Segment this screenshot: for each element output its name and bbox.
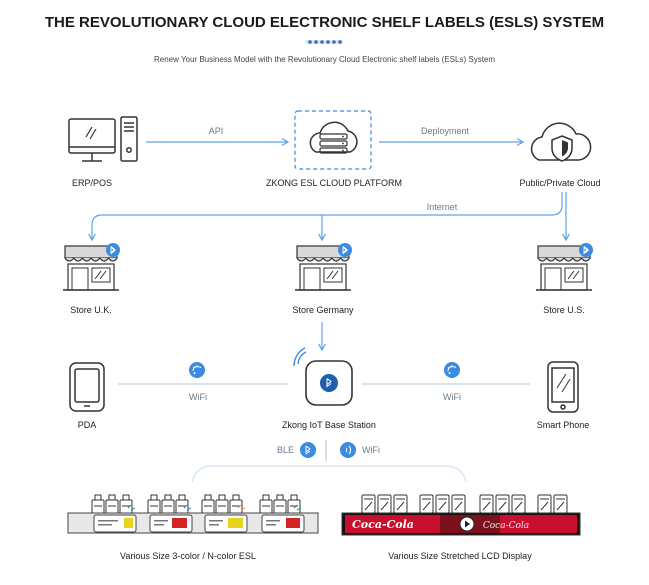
product-can bbox=[495, 494, 510, 514]
wifi-bottom-label: WiFi bbox=[362, 445, 380, 455]
esl-label-4 bbox=[261, 514, 305, 533]
ble-label: BLE bbox=[276, 445, 294, 455]
product-can bbox=[377, 494, 392, 514]
product-package bbox=[201, 494, 215, 514]
pda-label: PDA bbox=[77, 420, 97, 430]
product-can bbox=[511, 494, 526, 514]
product-package bbox=[273, 494, 287, 514]
smart-phone-icon bbox=[547, 361, 579, 413]
lcd-caption: Various Size Stretched LCD Display bbox=[388, 551, 532, 561]
product-package bbox=[147, 494, 161, 514]
cloud-label: Public/Private Cloud bbox=[519, 178, 601, 188]
platform-label: ZKONG ESL CLOUD PLATFORM bbox=[265, 178, 403, 188]
cloud-shield-icon bbox=[530, 122, 592, 162]
product-can bbox=[419, 494, 434, 514]
store-uk-label: Store U.K. bbox=[70, 305, 112, 315]
page-subtitle: Renew Your Business Model with the Revol… bbox=[153, 55, 496, 64]
store-us-icon bbox=[536, 243, 593, 291]
wifi-badge-right-icon bbox=[444, 362, 460, 378]
store-germany-icon bbox=[295, 243, 352, 291]
product-package bbox=[229, 494, 243, 514]
page-title: THE REVOLUTIONARY CLOUD ELECTRONIC SHELF… bbox=[44, 14, 605, 31]
store-germany-label: Store Germany bbox=[292, 305, 354, 315]
bluetooth-signal-marks bbox=[127, 504, 302, 511]
smart-phone-label: Smart Phone bbox=[536, 420, 590, 430]
wifi-left-label: WiFi bbox=[189, 392, 207, 402]
product-can bbox=[537, 494, 552, 514]
lcd-logo-2: Coca-Cola bbox=[483, 521, 529, 531]
product-can bbox=[451, 494, 466, 514]
store-us-label: Store U.S. bbox=[543, 305, 585, 315]
product-package bbox=[105, 494, 119, 514]
esl-shelf-group bbox=[67, 494, 319, 534]
product-package bbox=[161, 494, 175, 514]
product-package bbox=[259, 494, 273, 514]
lcd-logo-1: Coca-Cola bbox=[352, 518, 414, 531]
wifi-badge-bottom-icon bbox=[340, 442, 356, 458]
product-can bbox=[553, 494, 568, 514]
product-can bbox=[393, 494, 408, 514]
erp-pos-label: ERP/POS bbox=[71, 178, 112, 188]
internet-links bbox=[88, 192, 570, 242]
product-package bbox=[119, 494, 133, 514]
esl-label-3 bbox=[204, 514, 248, 533]
base-station-label: Zkong IoT Base Station bbox=[282, 420, 376, 430]
wifi-badge-left-icon bbox=[189, 362, 205, 378]
erp-pos-icon bbox=[68, 116, 138, 162]
coverage-bracket bbox=[191, 465, 467, 483]
deployment-edge-label: Deployment bbox=[420, 126, 470, 136]
lcd-shelf-group: Coca-Cola Coca-Cola bbox=[341, 494, 581, 536]
esl-caption: Various Size 3-color / N-color ESL bbox=[120, 551, 256, 561]
esl-label-2 bbox=[149, 514, 193, 533]
base-station-icon bbox=[293, 347, 353, 406]
title-divider-dots bbox=[305, 40, 343, 44]
product-can bbox=[435, 494, 450, 514]
ble-badge-icon bbox=[300, 442, 316, 458]
product-can bbox=[479, 494, 494, 514]
product-package bbox=[91, 494, 105, 514]
cloud-platform-icon bbox=[294, 110, 372, 170]
wifi-right-label: WiFi bbox=[443, 392, 461, 402]
store-uk-icon bbox=[63, 243, 120, 291]
api-edge-label: API bbox=[208, 126, 224, 136]
product-can bbox=[361, 494, 376, 514]
esl-label-1 bbox=[93, 514, 137, 533]
product-package bbox=[175, 494, 189, 514]
pda-icon bbox=[69, 362, 105, 412]
product-package bbox=[215, 494, 229, 514]
internet-edge-label: Internet bbox=[426, 202, 458, 212]
product-package bbox=[287, 494, 301, 514]
